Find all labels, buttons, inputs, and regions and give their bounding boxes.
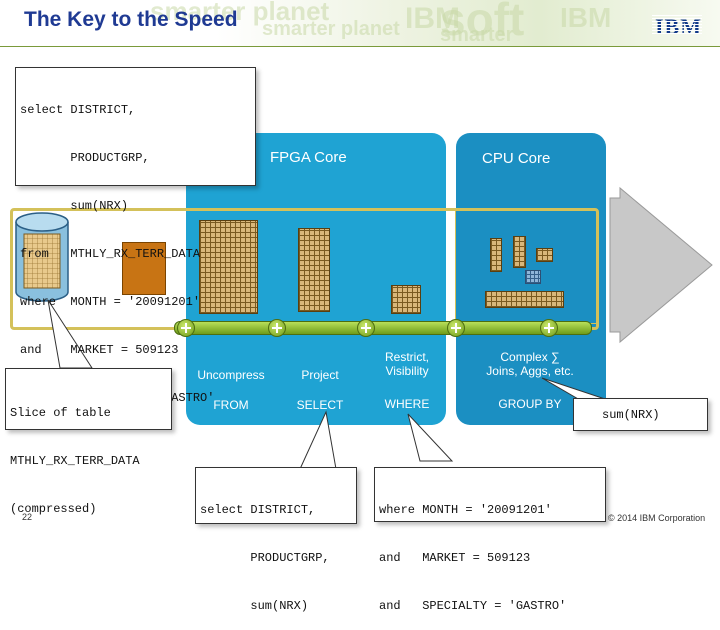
cpu-core-label: CPU Core bbox=[482, 150, 551, 167]
cpu-block bbox=[513, 236, 526, 268]
callout-pointers bbox=[47, 299, 621, 470]
where-line: where MONTH = '20091201' bbox=[379, 503, 552, 517]
stage-from-label: FROM bbox=[213, 398, 249, 412]
stage-complex-label: Complex ∑ Joins, Aggs, etc. bbox=[486, 350, 574, 378]
select-line: PRODUCTGRP, bbox=[200, 551, 330, 565]
header-banner: smarter planet smarter planet IBM soft I… bbox=[0, 0, 720, 46]
cpu-block-wide bbox=[485, 291, 564, 308]
query-line: PRODUCTGRP, bbox=[20, 151, 150, 165]
query-line: where MONTH = '20091201' bbox=[20, 295, 201, 309]
stage-project-label: Project bbox=[301, 368, 339, 382]
pipeline-node-icon bbox=[540, 319, 558, 337]
sum-callout: sum(NRX) bbox=[573, 398, 708, 431]
pipeline-node-icon bbox=[268, 319, 286, 337]
query-line: select DISTRICT, bbox=[20, 103, 136, 117]
pipeline-node-icon bbox=[357, 319, 375, 337]
watermark-text: smarter bbox=[440, 24, 514, 46]
query-line: sum(NRX) bbox=[20, 199, 129, 213]
pipeline-node-icon bbox=[177, 319, 195, 337]
uncompressed-block bbox=[199, 220, 258, 314]
query-line: from MTHLY_RX_TERR_DATA bbox=[20, 247, 201, 261]
fpga-core-label: FPGA Core bbox=[270, 149, 347, 166]
page-title: The Key to the Speed bbox=[24, 8, 238, 31]
watermark-text: soft bbox=[440, 0, 525, 45]
where-callout: where MONTH = '20091201' and MARKET = 50… bbox=[374, 467, 606, 613]
database-icon bbox=[15, 212, 69, 302]
query-line: and MARKET = 509123 bbox=[20, 343, 179, 357]
watermark-text: smarter planet bbox=[262, 18, 400, 40]
flow-arrow bbox=[609, 186, 713, 344]
select-line: select DISTRICT, bbox=[200, 503, 316, 517]
projected-block bbox=[298, 228, 330, 312]
header-divider bbox=[0, 46, 720, 47]
restricted-block bbox=[391, 285, 421, 314]
cpu-block bbox=[536, 248, 553, 262]
cpu-block-highlight bbox=[525, 270, 541, 284]
stage-where-label: WHERE bbox=[384, 397, 430, 411]
slice-callout: Slice of table MTHLY_RX_TERR_DATA (compr… bbox=[5, 368, 172, 516]
watermark-text: IBM bbox=[405, 2, 460, 35]
slice-line: MTHLY_RX_TERR_DATA bbox=[10, 454, 140, 468]
select-callout: select DISTRICT, PRODUCTGRP, sum(NRX) bbox=[195, 467, 357, 613]
query-callout: select DISTRICT, PRODUCTGRP, sum(NRX) fr… bbox=[15, 67, 256, 405]
watermark-text: smarter planet bbox=[150, 0, 330, 26]
slice-line: (compressed) bbox=[10, 502, 97, 516]
stage-restrict-label: Restrict, Visibility bbox=[384, 350, 429, 378]
pipeline-node-icon bbox=[447, 319, 465, 337]
ibm-logo-stripes bbox=[652, 14, 702, 36]
page-number: 22 bbox=[22, 512, 33, 522]
where-line: and SPECIALTY = 'GASTRO' bbox=[379, 599, 567, 613]
watermark-text: IBM bbox=[560, 2, 612, 33]
compressed-block bbox=[122, 242, 166, 295]
stage-select-label: SELECT bbox=[296, 398, 344, 412]
stage-groupby-label: GROUP BY bbox=[498, 397, 562, 411]
where-line: and MARKET = 509123 bbox=[379, 551, 531, 565]
select-line: sum(NRX) bbox=[200, 599, 309, 613]
cpu-block bbox=[490, 238, 502, 272]
copyright: © 2014 IBM Corporation bbox=[608, 513, 706, 523]
slice-line: Slice of table bbox=[10, 406, 111, 420]
stage-uncompress-label: Uncompress bbox=[197, 368, 265, 382]
